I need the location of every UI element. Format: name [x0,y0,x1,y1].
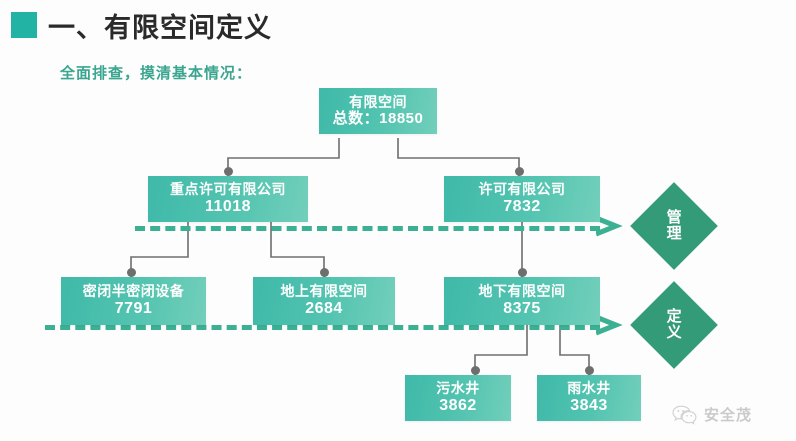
node-closed-semi-closed-equipment[interactable]: 密闭半密闭设备 7791 [61,277,206,325]
node-label: 重点许可有限公司 [170,181,286,198]
node-label: 密闭半密闭设备 [82,283,185,300]
dashed-arrow-head-manage [596,216,623,237]
page-subtitle: 全面排查，摸清基本情况： [60,65,253,82]
node-value: 8375 [503,300,541,318]
connector-dot [319,268,329,277]
dashed-flow-line-define [45,325,600,330]
diamond-manage[interactable]: 管理 [630,182,718,270]
page-title: 一、有限空间定义 [48,13,272,43]
connector-dot [517,268,527,277]
node-label: 污水井 [436,380,480,397]
node-value: 7832 [503,198,541,216]
connector-dot [514,167,524,176]
node-label: 许可有限公司 [478,181,566,198]
wechat-icon [672,405,697,425]
node-value: 7791 [114,300,153,318]
node-label: 地上有限空间 [280,283,368,300]
title-bullet-square [11,12,37,38]
connector-dot [223,167,233,176]
diamond-label: 定义 [666,308,682,341]
node-value: 总数：18850 [332,110,424,128]
watermark: 安全茂 [672,404,752,425]
node-value: 11018 [204,198,252,216]
connector-dot [126,268,136,277]
diamond-label: 管理 [666,209,682,242]
node-rain-well[interactable]: 雨水井 3843 [537,375,641,421]
node-root[interactable]: 有限空间 总数：18850 [319,88,437,134]
connector-dot [584,366,594,375]
node-underground-confined-space[interactable]: 地下有限空间 8375 [444,277,600,325]
node-label: 雨水井 [567,380,611,397]
node-key-permitted-company[interactable]: 重点许可有限公司 11018 [148,176,308,222]
connector-dot [470,366,480,375]
node-sewage-well[interactable]: 污水井 3862 [405,375,511,421]
node-value: 3843 [570,397,608,415]
dashed-flow-line-manage [135,226,600,231]
node-label: 有限空间 [349,93,407,110]
node-above-ground-confined-space[interactable]: 地上有限空间 2684 [253,277,395,325]
node-value: 3862 [439,397,477,415]
node-label: 地下有限空间 [478,283,566,300]
dashed-arrow-head-define [596,315,623,336]
watermark-text: 安全茂 [704,407,753,424]
node-value: 2684 [305,300,343,318]
diamond-define[interactable]: 定义 [630,281,718,369]
node-permitted-company[interactable]: 许可有限公司 7832 [444,176,600,222]
